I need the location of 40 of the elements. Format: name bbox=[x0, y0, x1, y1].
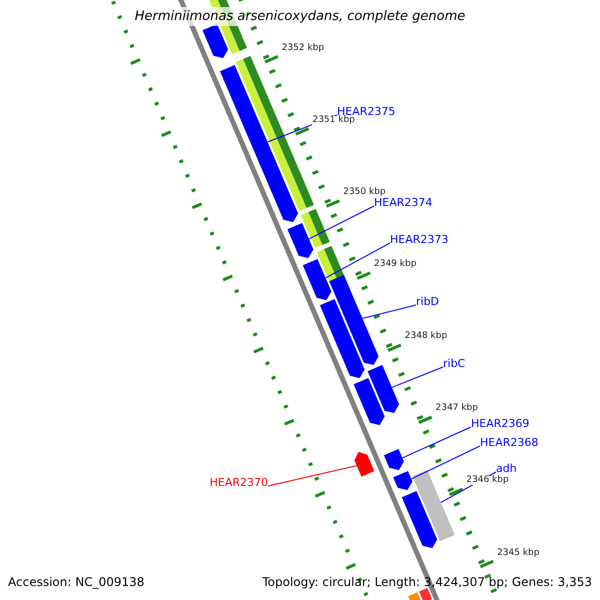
gene-block bbox=[408, 592, 422, 600]
scale-label: 2351 kbp bbox=[312, 116, 355, 125]
scale-label: 2352 kbp bbox=[282, 44, 324, 53]
gene-label: HEAR2374 bbox=[374, 197, 432, 208]
gene-block bbox=[220, 65, 298, 222]
gene-block bbox=[368, 364, 400, 413]
leader-line bbox=[410, 446, 480, 480]
gene-label: HEAR2375 bbox=[337, 106, 396, 117]
gene-label: adh bbox=[496, 463, 517, 474]
gene-block bbox=[393, 471, 412, 490]
gene-block bbox=[419, 588, 432, 600]
footer-text: Topology: circular; Length: 3,424,307 bp; Genes: 3,353 bbox=[262, 576, 592, 588]
scale-label: 2347 kbp bbox=[436, 404, 478, 414]
leader-line bbox=[362, 304, 416, 319]
leader-line bbox=[402, 426, 472, 458]
gene-block bbox=[412, 470, 455, 542]
gene-block bbox=[320, 299, 365, 378]
scale-label: 2345 kbp bbox=[497, 548, 540, 558]
leader-line bbox=[308, 206, 374, 240]
leader-line bbox=[325, 242, 390, 278]
scale-label: 2348 kbp bbox=[404, 332, 448, 342]
gene-block bbox=[287, 223, 314, 258]
gene-label: HEAR2369 bbox=[471, 418, 530, 429]
gene-label: HEAR2373 bbox=[390, 234, 448, 245]
gene-block bbox=[202, 24, 228, 58]
gene-block bbox=[354, 378, 385, 426]
leader-line bbox=[268, 465, 358, 486]
scale-label: 2346 kbp bbox=[466, 476, 509, 486]
gene-label: ribD bbox=[416, 296, 440, 307]
footer-text: Accession: NC_009138 bbox=[8, 576, 144, 588]
leader-line bbox=[391, 366, 444, 388]
gene-label: HEAR2368 bbox=[480, 437, 538, 448]
gene-block bbox=[384, 449, 404, 470]
gene-block bbox=[302, 259, 332, 300]
gene-label: HEAR2370 bbox=[210, 477, 268, 488]
gene-block bbox=[354, 452, 374, 477]
gene-label: ribC bbox=[443, 358, 466, 369]
scale-label: 2349 kbp bbox=[374, 260, 416, 270]
scale-label: 2350 kbp bbox=[343, 188, 386, 197]
gene-block bbox=[402, 491, 438, 548]
